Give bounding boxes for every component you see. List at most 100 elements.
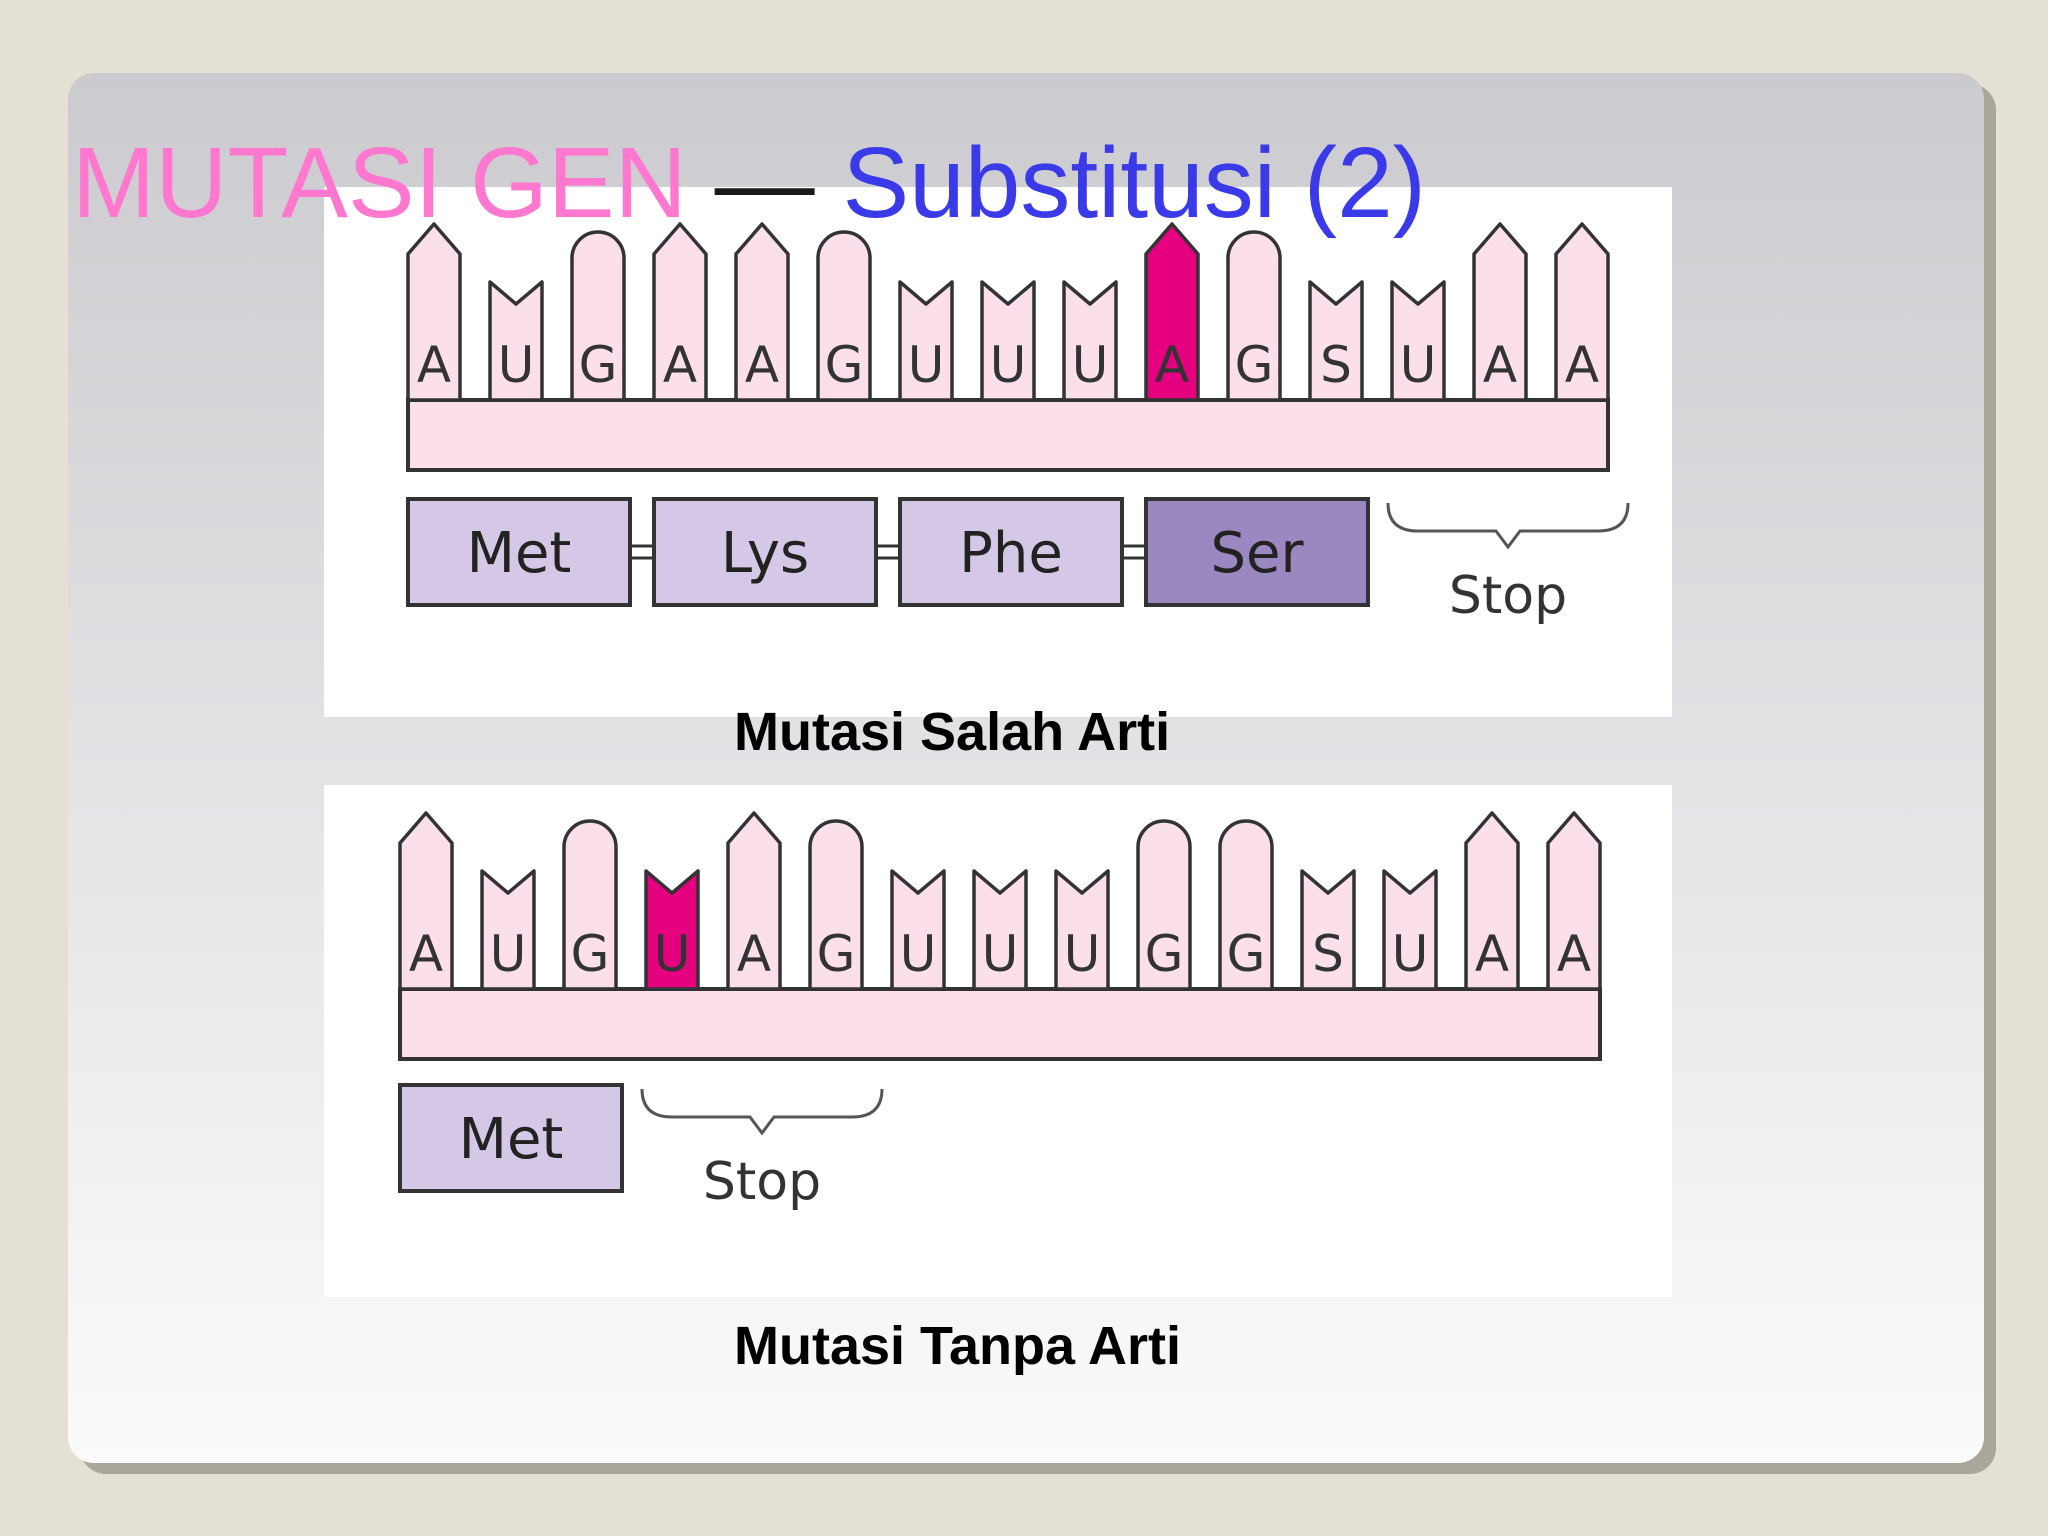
nucleotide-shape: [816, 230, 872, 402]
nucleotide-shape: [1382, 869, 1438, 991]
nucleotide: S: [1300, 869, 1356, 991]
nucleotide-letter: G: [1145, 925, 1184, 983]
amino-acid: Phe: [898, 497, 1124, 607]
nucleotide-letter: A: [1483, 336, 1517, 394]
nucleotide-shape: [1546, 811, 1602, 991]
mutated-amino-acid: Ser: [1144, 497, 1370, 607]
nucleotide-shape: [1144, 222, 1200, 402]
nucleotide: U: [1062, 280, 1118, 402]
nucleotide: U: [890, 869, 946, 991]
nucleotide: U: [488, 280, 544, 402]
nucleotide-shape: [980, 280, 1036, 402]
nucleotide-letter: U: [900, 925, 937, 983]
amino-acid-box: [398, 1083, 624, 1193]
nucleotide: U: [972, 869, 1028, 991]
nucleotide-shape: [1300, 869, 1356, 991]
nucleotide: S: [1308, 280, 1364, 402]
nucleotide-shape: [890, 869, 946, 991]
nucleotide-letter: U: [1072, 336, 1109, 394]
nucleotide-shape: [480, 869, 536, 991]
stop-label: Stop: [703, 1152, 821, 1212]
nucleotide: U: [1054, 869, 1110, 991]
nucleotide-letter: U: [982, 925, 1019, 983]
nucleotide-letter: A: [663, 336, 697, 394]
nucleotide-letter: U: [1064, 925, 1101, 983]
nucleotide-letter: G: [579, 336, 618, 394]
nucleotide-letter: A: [737, 925, 771, 983]
amino-acid-box: [898, 497, 1124, 607]
nucleotide-shape: [488, 280, 544, 402]
nucleotide-letter: A: [1557, 925, 1591, 983]
amino-acid-label: Lys: [721, 521, 809, 586]
slide-title: MUTASI GEN — Substitusi (2): [72, 133, 1426, 233]
nucleotide-shape: [808, 819, 864, 991]
nucleotide-letter: U: [490, 925, 527, 983]
nucleotide: A: [1554, 222, 1610, 402]
amino-acid-box: [652, 497, 878, 607]
nucleotide: U: [980, 280, 1036, 402]
nucleotide: G: [562, 819, 618, 991]
nucleotide-shape: [398, 811, 454, 991]
nucleotide: G: [1136, 819, 1192, 991]
nucleotide-letter: U: [1400, 336, 1437, 394]
amino-acid-box: [406, 497, 632, 607]
nucleotide-letter: U: [908, 336, 945, 394]
nucleotide: G: [808, 819, 864, 991]
nucleotide: A: [1546, 811, 1602, 991]
nucleotide-letter: G: [1235, 336, 1274, 394]
nucleotide-shape: [644, 869, 700, 991]
nucleotide: A: [1464, 811, 1520, 991]
nucleotide: A: [398, 811, 454, 991]
nucleotide-letter: A: [409, 925, 443, 983]
amino-acid-box: [1144, 497, 1370, 607]
nucleotide-shape: [1308, 280, 1364, 402]
nucleotide-letter: A: [1475, 925, 1509, 983]
nucleotide: G: [1218, 819, 1274, 991]
amino-acid: Met: [406, 497, 632, 607]
mrna-backbone: [406, 398, 1610, 472]
nucleotide-shape: [972, 869, 1028, 991]
nucleotide-shape: [1554, 222, 1610, 402]
nucleotide-shape: [726, 811, 782, 991]
nucleotide: A: [1472, 222, 1528, 402]
nucleotide-letter: U: [654, 925, 691, 983]
nucleotide-letter: G: [817, 925, 856, 983]
nucleotide-letter: U: [1392, 925, 1429, 983]
nucleotide-shape: [1218, 819, 1274, 991]
nucleotide-letter: G: [571, 925, 610, 983]
nucleotide: G: [816, 230, 872, 402]
nucleotide-shape: [570, 230, 626, 402]
nucleotide: A: [652, 222, 708, 402]
amino-acid: Lys: [652, 497, 878, 607]
nucleotide-shape: [406, 222, 462, 402]
nucleotide-shape: [1464, 811, 1520, 991]
nucleotide: U: [480, 869, 536, 991]
nucleotide-letter: A: [745, 336, 779, 394]
nucleotide-letter: S: [1312, 925, 1344, 983]
nucleotide-letter: U: [498, 336, 535, 394]
nucleotide-letter: S: [1320, 336, 1352, 394]
nucleotide: U: [1390, 280, 1446, 402]
nucleotide-shape: [734, 222, 790, 402]
amino-acid: Met: [398, 1083, 624, 1193]
amino-acid-label: Met: [459, 1107, 564, 1172]
missense-caption: Mutasi Salah Arti: [734, 702, 1171, 762]
stop-label: Stop: [1449, 566, 1567, 626]
nucleotide: A: [406, 222, 462, 402]
stop-brace: [1386, 502, 1630, 550]
nucleotide: G: [570, 230, 626, 402]
nucleotide: U: [1382, 869, 1438, 991]
nucleotide-shape: [1054, 869, 1110, 991]
nonsense-caption: Mutasi Tanpa Arti: [734, 1316, 1182, 1376]
amino-acid-label: Ser: [1210, 521, 1304, 586]
title-dash: —: [714, 127, 815, 239]
nucleotide: A: [726, 811, 782, 991]
nucleotide-letter: G: [1227, 925, 1266, 983]
nucleotide-shape: [898, 280, 954, 402]
mutated-nucleotide: U: [644, 869, 700, 991]
title-part-1: MUTASI GEN: [72, 127, 687, 239]
